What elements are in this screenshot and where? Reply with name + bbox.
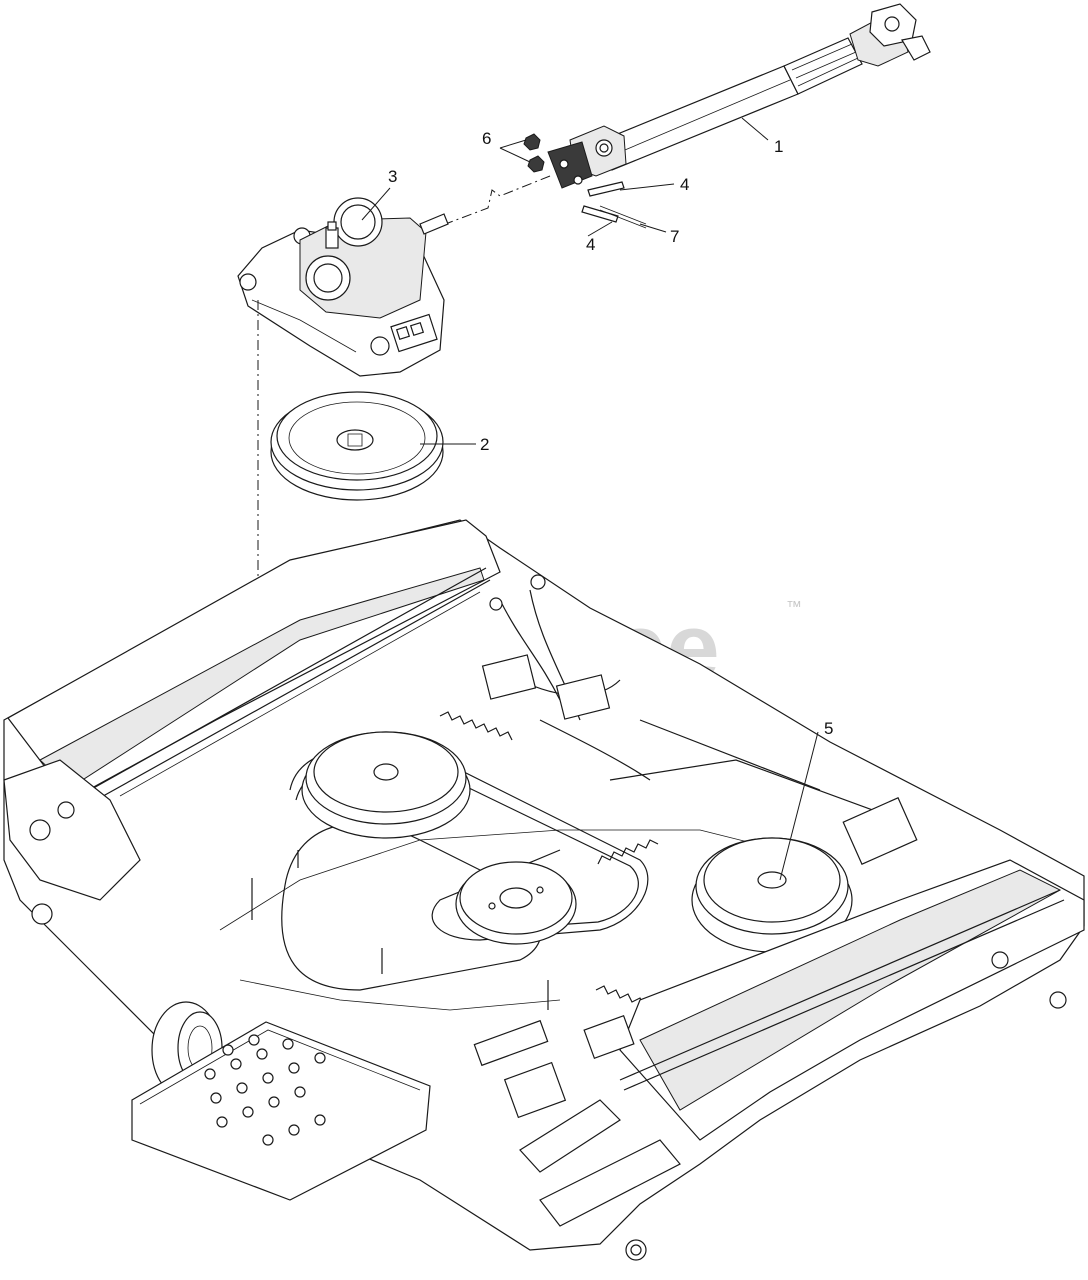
cotter-pin-icon [599,205,647,229]
callout-6: 6 [482,129,491,148]
leader-lines [361,117,819,881]
pin-icon [581,181,625,223]
gearbox-icon [237,197,449,880]
callout-5: 5 [824,719,833,738]
drive-shaft-icon [439,3,931,227]
mower-deck-icon [3,519,1085,1261]
callout-7: 7 [670,227,679,246]
pulley-icon [270,391,444,501]
watermark-trademark: ™ [786,599,802,616]
nut-icon [523,133,545,173]
callout-1: 1 [774,137,783,156]
callout-2: 2 [480,435,489,454]
callout-3: 3 [388,167,397,186]
callout-labels: 1 2 3 4 4 5 6 7 [388,129,833,738]
callout-4-lower: 4 [586,235,595,254]
callout-4-upper: 4 [680,175,689,194]
step-plate-dots [204,1034,326,1146]
